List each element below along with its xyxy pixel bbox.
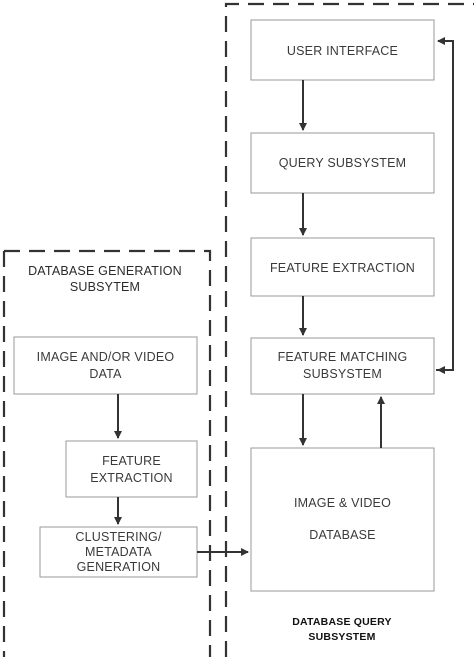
clustering-metadata-box: CLUSTERING/ METADATA GENERATION: [39, 526, 198, 578]
image-video-database-label: IMAGE & VIDEO: [294, 496, 391, 510]
left-feature-extraction-label-line2: EXTRACTION: [90, 471, 173, 485]
right-feature-extraction-box: FEATURE EXTRACTION: [250, 237, 435, 297]
right-feature-extraction-label: FEATURE EXTRACTION: [270, 261, 415, 275]
image-video-data-label-line2: DATA: [89, 367, 122, 381]
feature-matching-box: FEATURE MATCHING SUBSYSTEM: [250, 337, 435, 395]
feature-matching-label-line2: SUBSYSTEM: [303, 367, 382, 381]
image-video-data-label: IMAGE AND/OR VIDEO: [37, 350, 175, 364]
image-video-database-box: IMAGE & VIDEO DATABASE: [250, 447, 435, 592]
db-query-region-border: [224, 2, 474, 657]
clustering-label-line2: METADATA: [85, 545, 152, 559]
db-generation-region-border: [2, 249, 212, 657]
left-feature-extraction-label: FEATURE: [102, 454, 161, 468]
feedback-start-arrowhead: [437, 366, 445, 374]
arrow-matching-to-ui-feedback: [436, 37, 454, 371]
db-generation-label-line2: SUBSYTEM: [70, 280, 140, 294]
user-interface-box: USER INTERFACE: [250, 19, 435, 81]
db-query-label: DATABASE QUERY: [292, 616, 391, 628]
db-query-label-line2: SUBSYSTEM: [308, 631, 375, 643]
query-subsystem-label: QUERY SUBSYSTEM: [279, 156, 407, 170]
user-interface-label: USER INTERFACE: [287, 44, 398, 58]
left-feature-extraction-box: FEATURE EXTRACTION: [65, 440, 198, 498]
clustering-label: CLUSTERING/: [75, 530, 162, 544]
clustering-label-line3: GENERATION: [77, 560, 161, 574]
feature-matching-label: FEATURE MATCHING: [278, 350, 408, 364]
image-video-data-box: IMAGE AND/OR VIDEO DATA: [13, 336, 198, 395]
db-generation-label: DATABASE GENERATION: [28, 264, 182, 278]
image-video-database-label-line2: DATABASE: [309, 528, 375, 542]
query-subsystem-box: QUERY SUBSYSTEM: [250, 132, 435, 194]
